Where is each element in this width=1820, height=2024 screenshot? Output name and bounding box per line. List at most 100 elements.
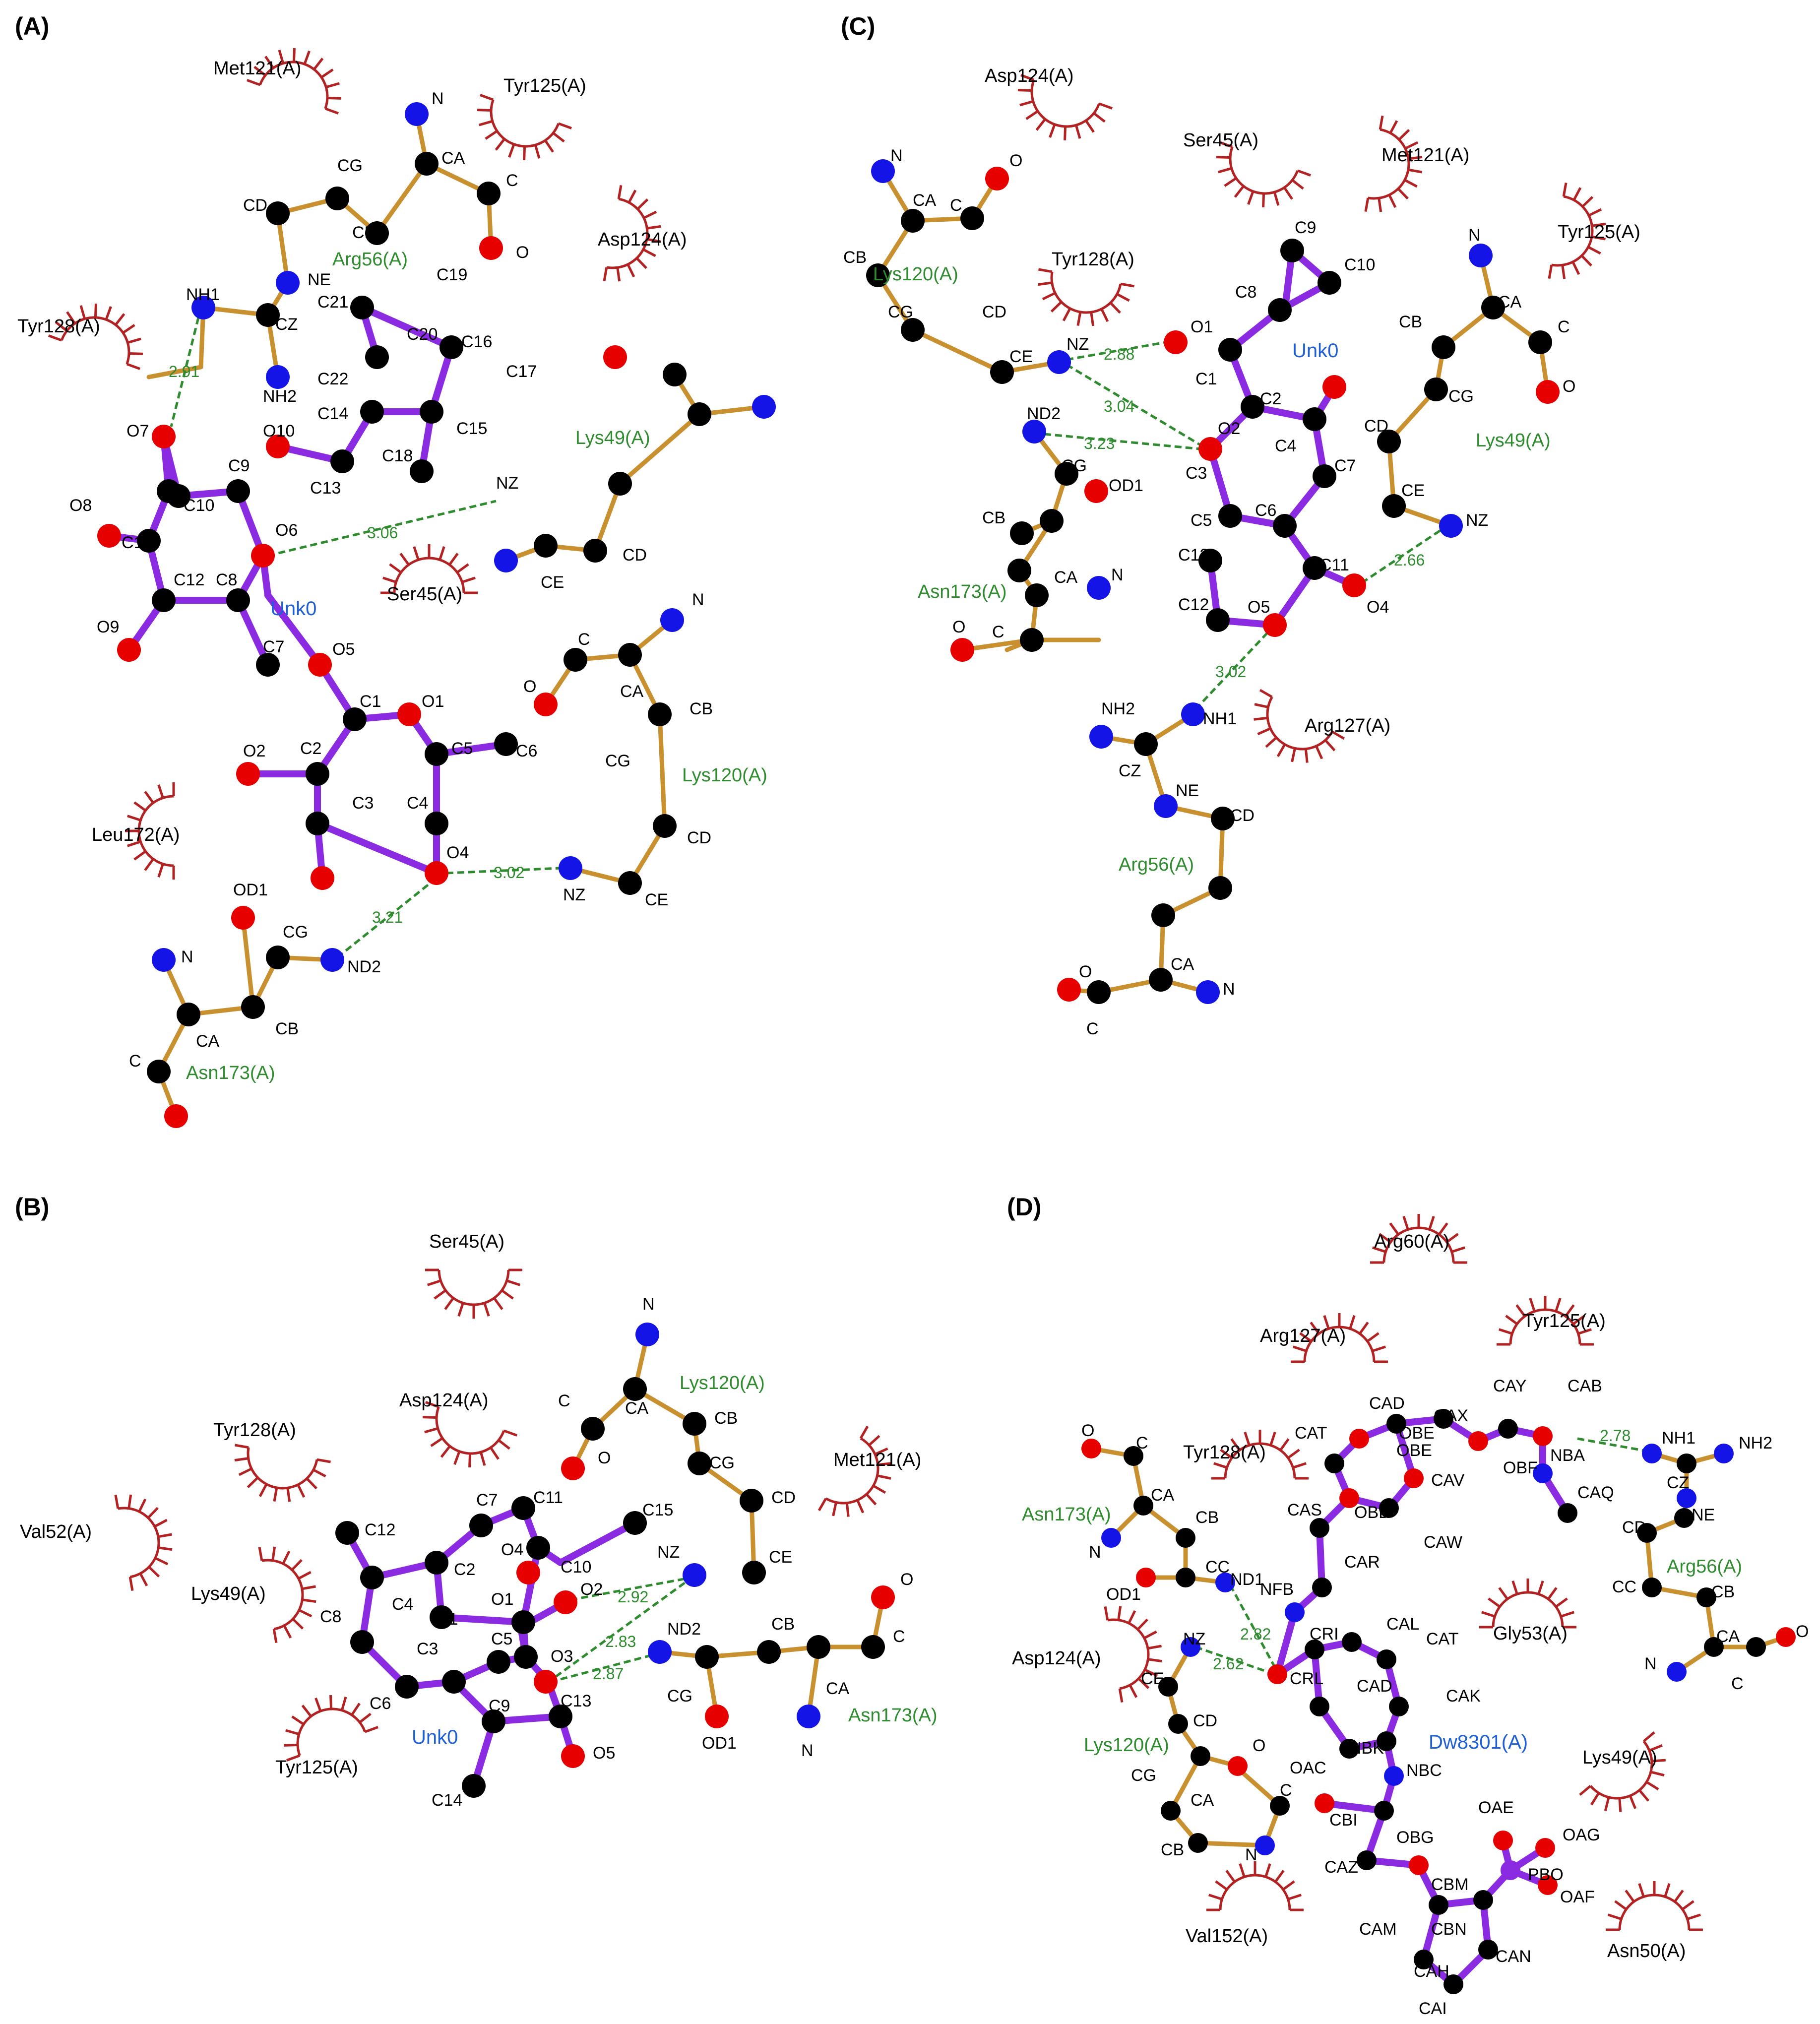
arc-tick xyxy=(272,1629,278,1643)
arc-tick xyxy=(1625,1890,1635,1902)
nitrogen-atom xyxy=(1285,1602,1305,1622)
arc-tick xyxy=(1398,129,1410,141)
carbon-atom xyxy=(1414,1950,1434,1969)
arc-tick xyxy=(48,334,63,342)
atom-label: O xyxy=(1009,151,1022,170)
oxygen-atom xyxy=(1339,1488,1359,1508)
hydrophobic-residue-label: Lys49(A) xyxy=(191,1583,266,1604)
atom-label: O7 xyxy=(126,422,149,441)
atom-label: CE xyxy=(1009,347,1033,366)
hydrophobic-residue-label: Tyr128(A) xyxy=(1052,249,1134,270)
carbon-atom xyxy=(335,1521,359,1545)
hydrophobic-residue-label: Tyr125(A) xyxy=(1558,222,1640,243)
atom-label: C xyxy=(129,1052,141,1071)
hydrophobic-contact-arc xyxy=(1548,183,1606,279)
oxygen-atom xyxy=(1315,1793,1334,1813)
oxygen-atom xyxy=(231,906,255,930)
oxygen-atom xyxy=(311,866,334,890)
atom-label: CB xyxy=(352,223,376,242)
arc-tick xyxy=(1208,1894,1223,1900)
hbond-residue-label: Lys49(A) xyxy=(1476,430,1551,451)
carbon-atom xyxy=(1198,549,1222,572)
oxygen-atom xyxy=(1404,1468,1424,1488)
atom-label: O4 xyxy=(446,843,469,862)
arc-tick xyxy=(1571,261,1580,275)
ligand-name-label: Dw8301(A) xyxy=(1429,1731,1528,1753)
atom-label: NZ xyxy=(496,474,518,493)
carbon-atom xyxy=(256,653,280,677)
hydrophobic-contact-arc xyxy=(1291,1313,1388,1363)
atom-label: CG xyxy=(605,752,630,770)
arc-tick xyxy=(636,198,649,210)
arc-tick xyxy=(298,1609,313,1618)
arc-tick xyxy=(1331,730,1345,740)
arc-tick xyxy=(1499,1328,1513,1335)
panel-label-b: (B) xyxy=(15,1193,49,1221)
arc-tick xyxy=(1297,169,1311,177)
arc-tick xyxy=(468,1453,472,1468)
atom-label: CE xyxy=(541,573,564,592)
atom-label: C xyxy=(992,623,1004,641)
arc-tick xyxy=(301,1705,312,1717)
carbon-atom xyxy=(266,201,290,225)
hydrogen-bond xyxy=(267,500,497,557)
ligand-bond xyxy=(359,304,455,351)
hydrophobic-residue-label: Ser45(A) xyxy=(1183,130,1258,151)
carbon-atom xyxy=(1010,521,1034,545)
arc-tick xyxy=(1498,1587,1508,1600)
arc-tick xyxy=(453,1451,461,1465)
arc-tick xyxy=(845,1503,850,1517)
arc-tick xyxy=(285,1729,300,1736)
carbon-atom xyxy=(1528,330,1552,354)
arc-tick xyxy=(523,146,526,161)
hydrophobic-contact-arc xyxy=(48,303,143,370)
hbond-residue-label: Asn173(A) xyxy=(918,581,1007,602)
nitrogen-atom xyxy=(494,549,518,572)
arc-tick xyxy=(1404,141,1419,150)
ligand-bond xyxy=(314,820,440,877)
arc-tick xyxy=(1650,1771,1665,1777)
arc-tick xyxy=(1565,1304,1575,1317)
atom-label: OBF xyxy=(1503,1458,1538,1477)
arc-tick xyxy=(1638,1883,1645,1898)
arc-tick xyxy=(1293,1345,1307,1352)
carbon-atom xyxy=(1324,1454,1344,1473)
arc-curve xyxy=(296,1708,367,1756)
arc-tick xyxy=(399,553,410,566)
atom-label: C15 xyxy=(456,419,487,438)
hydrophobic-contact-arc xyxy=(1017,74,1113,141)
carbon-atom xyxy=(1478,1940,1498,1960)
atom-label: C13 xyxy=(561,1692,591,1710)
arc-tick xyxy=(1349,1315,1356,1329)
carbon-atom xyxy=(1339,1739,1359,1759)
hbond-residue-label: Asn173(A) xyxy=(1022,1504,1111,1525)
hydrophobic-residue-label: Asp124(A) xyxy=(598,229,687,250)
arc-tick xyxy=(1608,1913,1622,1920)
arc-tick xyxy=(157,863,164,878)
arc-tick xyxy=(1273,191,1280,206)
arc-tick xyxy=(1389,120,1398,134)
arc-tick xyxy=(1025,110,1039,120)
carbon-atom xyxy=(1055,462,1078,486)
atom-label: C xyxy=(1280,1781,1292,1800)
atom-label: NH1 xyxy=(1203,709,1237,728)
arc-tick xyxy=(1093,112,1106,123)
hydrophobic-contact-arc xyxy=(817,1425,892,1517)
carbon-atom xyxy=(688,402,711,426)
arc-tick xyxy=(1136,1618,1148,1631)
atom-label: NZ xyxy=(657,1543,680,1562)
carbon-atom xyxy=(1020,628,1044,652)
arc-tick xyxy=(292,1618,304,1630)
arc-curve xyxy=(261,1559,304,1631)
hydrophobic-contact-arc xyxy=(1364,116,1423,212)
nitrogen-atom xyxy=(1181,702,1205,726)
arc-tick xyxy=(1481,1611,1496,1618)
ligand-bond xyxy=(438,1614,527,1626)
carbon-atom xyxy=(742,1561,766,1584)
arc-tick xyxy=(1591,235,1606,241)
arc-tick xyxy=(238,1467,252,1476)
arc-tick xyxy=(1529,1298,1536,1312)
hbond-distance: 2.88 xyxy=(1104,345,1134,363)
atom-label: CZ xyxy=(1119,761,1141,780)
arc-tick xyxy=(856,1499,865,1514)
